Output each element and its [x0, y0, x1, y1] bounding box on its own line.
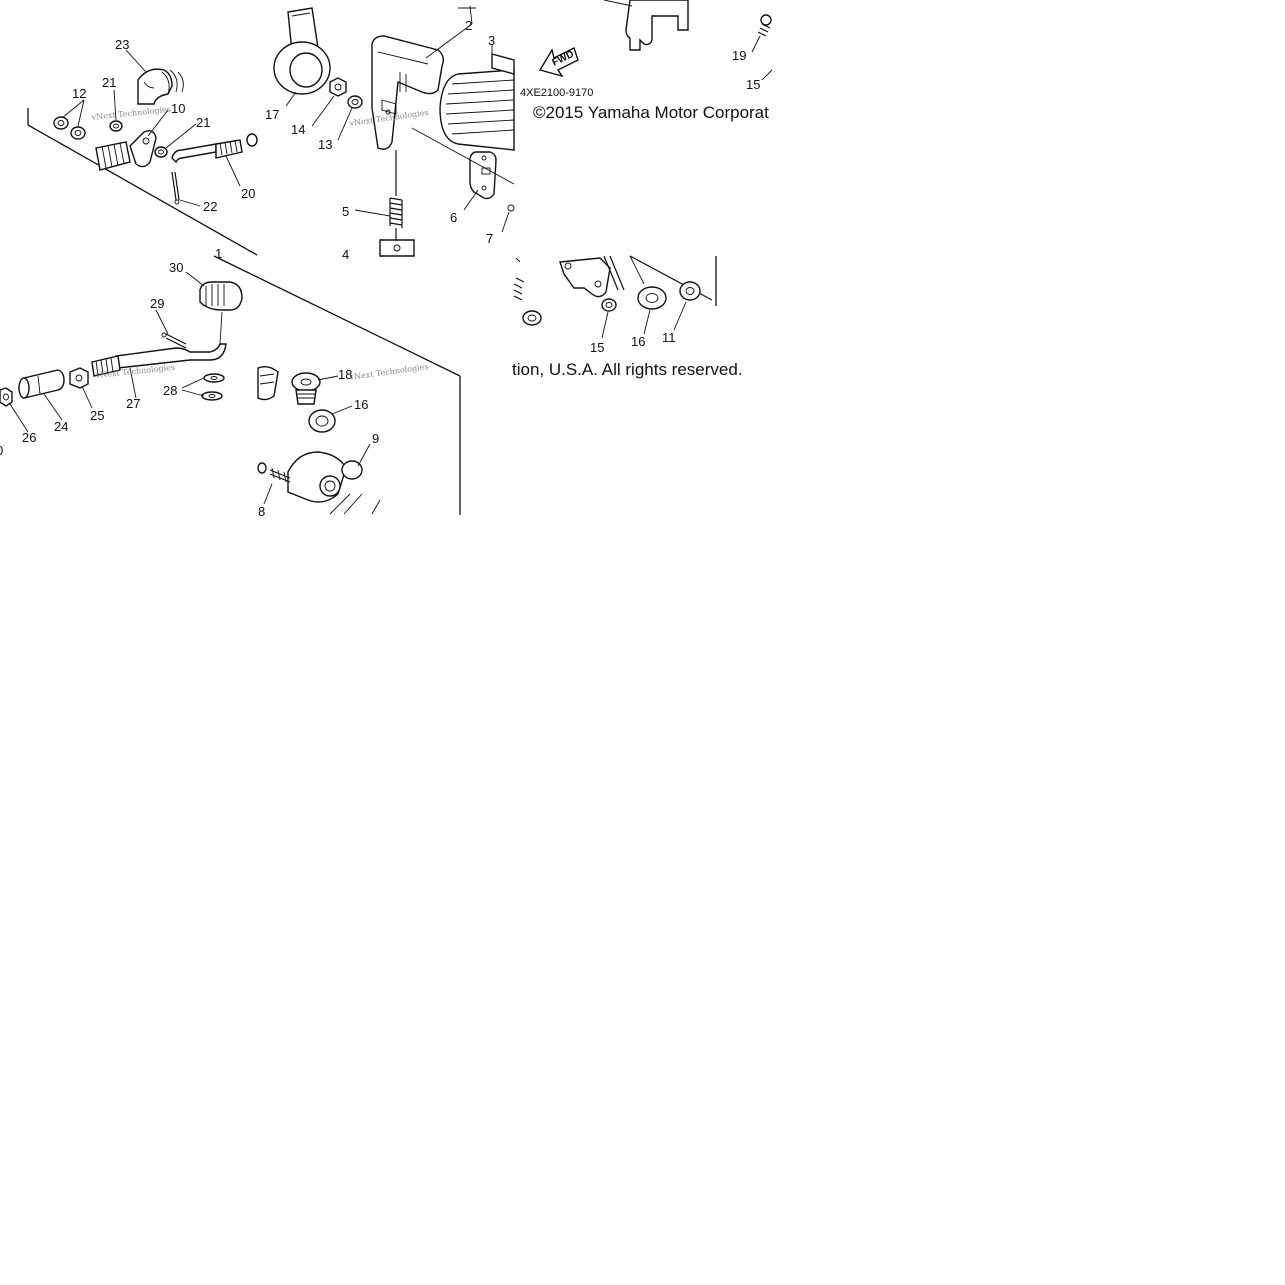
callout-8: 8 [258, 504, 265, 519]
tile-top-left: vNext Technologies 23 21 12 10 21 20 22 [27, 37, 258, 256]
part-30-boot [199, 281, 243, 345]
tile-top-right: FWD 19 15 4XE2100-9170 ©2015 Yamaha Moto… [520, 0, 773, 122]
callout-21a: 21 [102, 75, 116, 90]
callout-23: 23 [115, 37, 129, 52]
part-2-lever-handle [371, 35, 445, 150]
part-22-pin [171, 171, 180, 205]
callout-12: 12 [72, 86, 86, 101]
callout-10: 10 [171, 101, 185, 116]
callout-9: 9 [372, 431, 379, 446]
part-18-bolt [291, 372, 339, 405]
callout-28: 28 [163, 383, 177, 398]
tile-middle-right: 15 16 11 tion, U.S.A. All rights reserve… [512, 255, 743, 379]
callout-20: 20 [241, 186, 255, 201]
callout-5: 5 [342, 204, 349, 219]
callout-16b: 16 [631, 334, 645, 349]
callout-19: 19 [732, 48, 746, 63]
part-12-washers [53, 116, 86, 140]
part-bracket-lower [559, 257, 611, 298]
callout-1: 1 [215, 246, 222, 261]
watermark-text-4: vNext Technologies [348, 362, 429, 382]
callout-29: 29 [150, 296, 164, 311]
callout-24: 24 [54, 419, 68, 434]
callout-6: 6 [450, 210, 457, 225]
part-9-lever [287, 443, 381, 515]
callout-7: 7 [486, 231, 493, 246]
part-25-nut [69, 367, 89, 389]
part-21-washer [109, 120, 123, 132]
callout-11: 11 [662, 330, 676, 345]
part-11-washer [673, 281, 701, 331]
callout-27: 27 [126, 396, 140, 411]
part-29-pin [161, 332, 187, 349]
callout-26: 26 [22, 430, 36, 445]
part-15-washer [601, 298, 617, 339]
callout-16a: 16 [354, 397, 368, 412]
callout-18: 18 [338, 367, 352, 382]
callout-14: 14 [291, 122, 305, 137]
part-13-washer [347, 95, 363, 109]
part-bracket [625, 0, 689, 51]
callout-2: 2 [465, 18, 472, 33]
callout-4: 4 [342, 247, 349, 262]
part-20-rod [171, 133, 258, 164]
fwd-arrow-icon: FWD [538, 47, 579, 78]
part-16-washer [308, 405, 353, 433]
copyright-line-2: tion, U.S.A. All rights reserved. [512, 360, 743, 379]
part-23-boot [137, 68, 184, 105]
part-28-washers [181, 373, 225, 401]
part-washer-left [522, 310, 542, 326]
part-19-screw [751, 14, 773, 81]
part-26-nut [0, 387, 13, 407]
callout-25: 25 [90, 408, 104, 423]
part-27-rod [91, 343, 227, 377]
callout-22: 22 [203, 199, 217, 214]
part-7-clip [507, 204, 515, 212]
callout-15b: 15 [590, 340, 604, 355]
catalog-number: 4XE2100-9170 [520, 87, 593, 99]
part-6-plate [469, 151, 497, 200]
part-10-lever [95, 130, 157, 171]
callout-15a: 15 [746, 77, 760, 92]
part-spring-small [513, 257, 525, 301]
part-24-sleeve [18, 369, 65, 399]
callout-17: 17 [265, 107, 279, 122]
part-14-nut [329, 77, 347, 97]
part-5-spring [379, 150, 415, 257]
part-17-collar [273, 7, 331, 95]
callout-13: 13 [318, 137, 332, 152]
part-16-washer-right [629, 255, 667, 335]
part-3-grip [439, 53, 515, 151]
copyright-line-1: ©2015 Yamaha Motor Corporat [533, 103, 769, 122]
callout-0: 0 [0, 443, 3, 458]
watermark-text: vNext Technologies [90, 105, 171, 122]
part-21-lower-washer [154, 146, 168, 158]
tile-middle-left: vNext Technologies 30 29 28 27 25 24 26 … [0, 246, 461, 515]
tile-top-middle: vNext Technologies 2 3 17 14 13 5 6 7 4 [265, 5, 515, 262]
part-8-screw [257, 462, 291, 505]
callout-3: 3 [488, 33, 495, 48]
tile-middle-middle: vNext Technologies 18 16 9 8 [257, 362, 429, 519]
callout-30: 30 [169, 260, 183, 275]
callout-21b: 21 [196, 115, 210, 130]
